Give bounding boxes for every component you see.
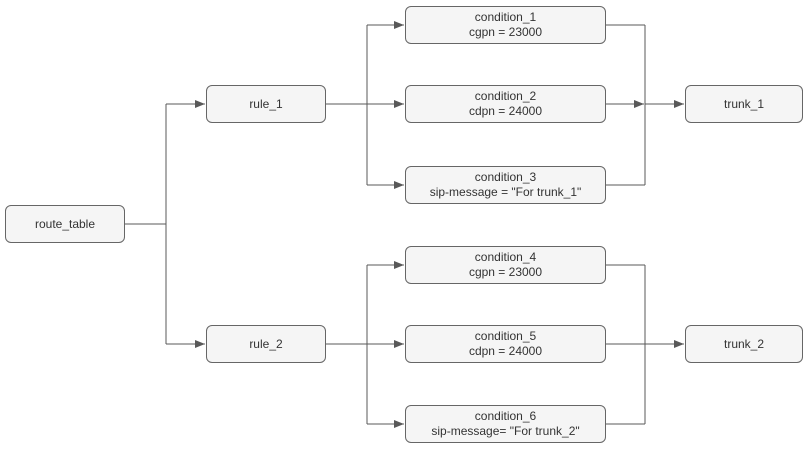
node-condition-5-attribute: cdpn = 24000: [468, 344, 543, 358]
node-condition-6-title: condition_6: [474, 409, 537, 423]
node-condition-3[interactable]: condition_3 sip-message = "For trunk_1": [405, 166, 606, 204]
node-condition-6-attribute: sip-message= "For trunk_2": [431, 424, 580, 438]
node-condition-3-attribute: sip-message = "For trunk_1": [429, 185, 582, 199]
node-route-table[interactable]: route_table: [5, 205, 125, 243]
node-condition-4-attribute: cgpn = 23000: [468, 265, 543, 279]
node-condition-4-title: condition_4: [474, 250, 537, 264]
node-condition-4[interactable]: condition_4 cgpn = 23000: [405, 246, 606, 284]
node-condition-1-attribute: cgpn = 23000: [468, 25, 543, 39]
node-condition-1-title: condition_1: [474, 10, 537, 24]
node-rule-1[interactable]: rule_1: [206, 85, 326, 123]
node-condition-2[interactable]: condition_2 cdpn = 24000: [405, 85, 606, 123]
node-condition-6[interactable]: condition_6 sip-message= "For trunk_2": [405, 405, 606, 443]
node-trunk-1-label: trunk_1: [723, 96, 765, 111]
node-trunk-2[interactable]: trunk_2: [685, 325, 803, 363]
node-route-table-label: route_table: [34, 216, 96, 231]
node-condition-5[interactable]: condition_5 cdpn = 24000: [405, 325, 606, 363]
node-condition-5-title: condition_5: [474, 329, 537, 343]
node-condition-2-attribute: cdpn = 24000: [468, 104, 543, 118]
node-rule-2[interactable]: rule_2: [206, 325, 326, 363]
node-trunk-2-label: trunk_2: [723, 336, 765, 351]
node-trunk-1[interactable]: trunk_1: [685, 85, 803, 123]
node-condition-3-title: condition_3: [474, 170, 537, 184]
node-condition-1[interactable]: condition_1 cgpn = 23000: [405, 6, 606, 44]
node-rule-2-label: rule_2: [249, 336, 283, 351]
node-rule-1-label: rule_1: [249, 96, 283, 111]
node-condition-2-title: condition_2: [474, 89, 537, 103]
